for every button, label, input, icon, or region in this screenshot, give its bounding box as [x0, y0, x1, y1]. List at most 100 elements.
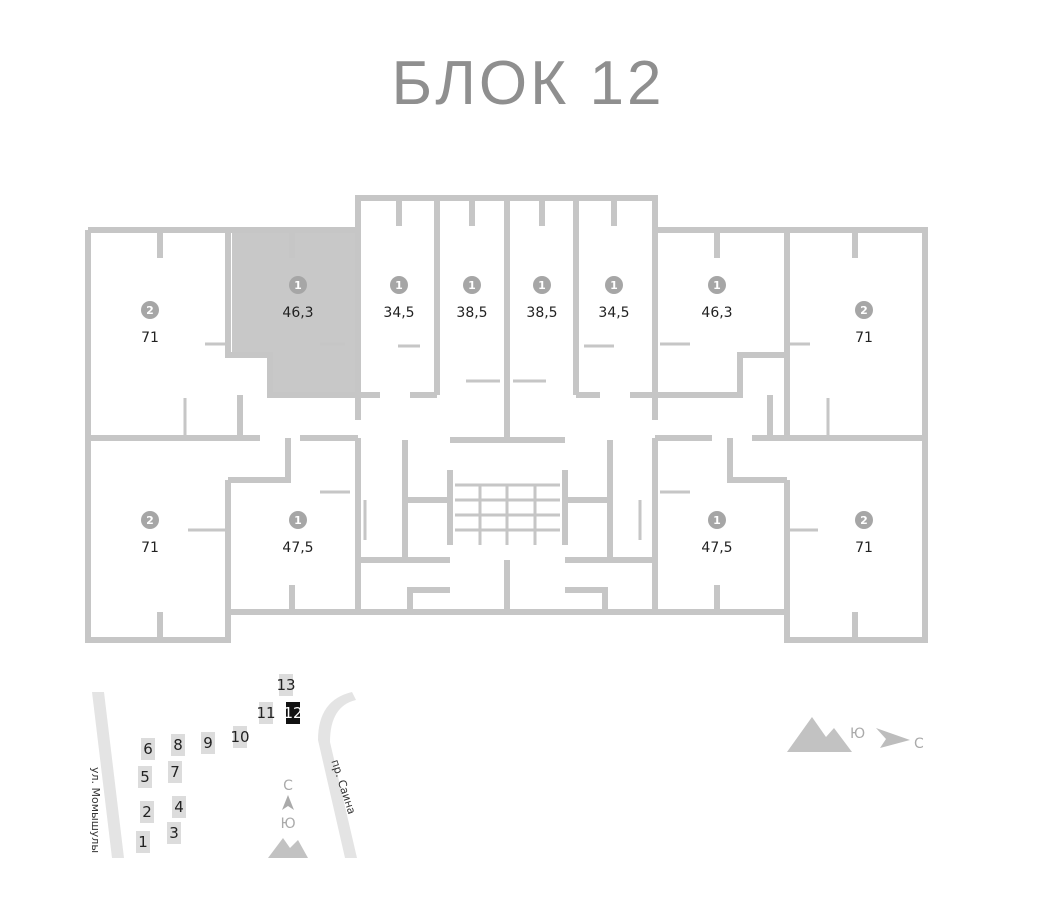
rooms-count: 1	[294, 514, 302, 527]
building-footprint	[286, 702, 300, 724]
building-footprint	[259, 702, 273, 724]
street-label-momyshuly: ул. Момышулы	[89, 767, 102, 853]
apartment-4[interactable]: 138,5	[456, 276, 488, 321]
rooms-count: 1	[395, 279, 403, 292]
site-building-5[interactable]: 5	[138, 766, 152, 788]
plan-compass: Ю С	[787, 717, 924, 752]
rooms-count: 1	[610, 279, 618, 292]
selected-apartment-fill[interactable]	[232, 233, 355, 392]
building-number: 6	[143, 740, 153, 758]
apartment-12[interactable]: 2 71	[855, 511, 873, 556]
site-building-2[interactable]: 2	[140, 801, 154, 823]
building-number: 11	[256, 704, 275, 722]
rooms-badge	[289, 511, 307, 529]
rooms-badge	[708, 276, 726, 294]
apartment-area: 71	[855, 540, 873, 556]
apartment-11[interactable]: 147,5	[701, 511, 733, 556]
block-title: БЛОК 12	[391, 49, 665, 118]
compass-south: Ю	[850, 726, 865, 742]
site-building-1[interactable]: 1	[136, 831, 150, 853]
rooms-badge	[289, 276, 307, 294]
site-building-10[interactable]: 10	[230, 726, 250, 748]
rooms-count: 2	[146, 304, 154, 317]
rooms-badge	[141, 511, 159, 529]
rooms-count: 1	[538, 279, 546, 292]
building-footprint	[279, 674, 293, 696]
apartment-5[interactable]: 138,5	[526, 276, 558, 321]
building-footprint	[138, 766, 152, 788]
apartment-area: 34,5	[598, 305, 629, 321]
apartment-area: 71	[855, 330, 873, 346]
rooms-count: 2	[146, 514, 154, 527]
building-number: 8	[173, 736, 183, 754]
apartment-area: 71	[141, 540, 159, 556]
building-number: 5	[140, 768, 150, 786]
site-compass-south: Ю	[280, 816, 295, 832]
rooms-badge	[708, 511, 726, 529]
walls	[85, 195, 928, 643]
building-number: 12	[283, 704, 302, 722]
building-number: 1	[138, 833, 148, 851]
apartment-9[interactable]: 2 71	[141, 511, 159, 556]
apartment-3[interactable]: 134,5	[383, 276, 415, 321]
rooms-badge	[463, 276, 481, 294]
apartment-area: 46,3	[282, 305, 313, 321]
site-building-6[interactable]: 6	[141, 738, 155, 760]
apartment-6[interactable]: 134,5	[598, 276, 630, 321]
site-building-12[interactable]: 12	[283, 702, 303, 724]
building-footprint	[171, 734, 185, 756]
rooms-badge	[605, 276, 623, 294]
apartment-10[interactable]: 147,5	[282, 511, 314, 556]
site-building-9[interactable]: 9	[201, 732, 215, 754]
rooms-count: 1	[713, 514, 721, 527]
apartment-area: 38,5	[526, 305, 557, 321]
building-footprint	[201, 732, 215, 754]
apartment-7[interactable]: 146,3	[701, 276, 733, 321]
rooms-badge	[141, 301, 159, 319]
site-building-11[interactable]: 11	[256, 702, 276, 724]
apartment-1[interactable]: 2 71	[141, 301, 159, 346]
building-footprint	[141, 738, 155, 760]
apartment-area: 34,5	[383, 305, 414, 321]
street-saina	[318, 692, 357, 858]
site-building-13[interactable]: 13	[276, 674, 296, 696]
direction-arrow-icon	[876, 728, 910, 748]
site-building-4[interactable]: 4	[172, 796, 186, 818]
site-building-3[interactable]: 3	[167, 822, 181, 844]
building-number: 7	[170, 763, 180, 781]
apartment-area: 47,5	[282, 540, 313, 556]
site-compass-north: С	[283, 778, 293, 794]
rooms-count: 1	[294, 279, 302, 292]
building-number: 9	[203, 734, 213, 752]
compass-north: С	[914, 736, 924, 752]
rooms-count: 2	[860, 514, 868, 527]
building-footprint	[172, 796, 186, 818]
building-footprint	[168, 761, 182, 783]
rooms-badge	[533, 276, 551, 294]
site-building-7[interactable]: 7	[168, 761, 182, 783]
rooms-count: 1	[468, 279, 476, 292]
mountains-icon	[787, 717, 852, 752]
apartment-area: 71	[141, 330, 159, 346]
north-arrow-icon	[282, 795, 294, 810]
rooms-count: 1	[713, 279, 721, 292]
apartment-8[interactable]: 2 71	[855, 301, 873, 346]
building-footprint	[140, 801, 154, 823]
mountains-icon	[268, 838, 308, 858]
building-number: 3	[169, 824, 179, 842]
building-number: 4	[174, 798, 184, 816]
building-footprint	[136, 831, 150, 853]
apartment-2[interactable]: 146,3	[282, 276, 314, 321]
building-number: 13	[276, 676, 295, 694]
building-number: 2	[142, 803, 152, 821]
rooms-badge	[390, 276, 408, 294]
rooms-badge	[855, 511, 873, 529]
rooms-badge	[855, 301, 873, 319]
building-number: 10	[230, 728, 249, 746]
apartment-area: 38,5	[456, 305, 487, 321]
rooms-count: 2	[860, 304, 868, 317]
street-momyshuly	[92, 692, 124, 858]
building-footprint	[167, 822, 181, 844]
site-building-8[interactable]: 8	[171, 734, 185, 756]
